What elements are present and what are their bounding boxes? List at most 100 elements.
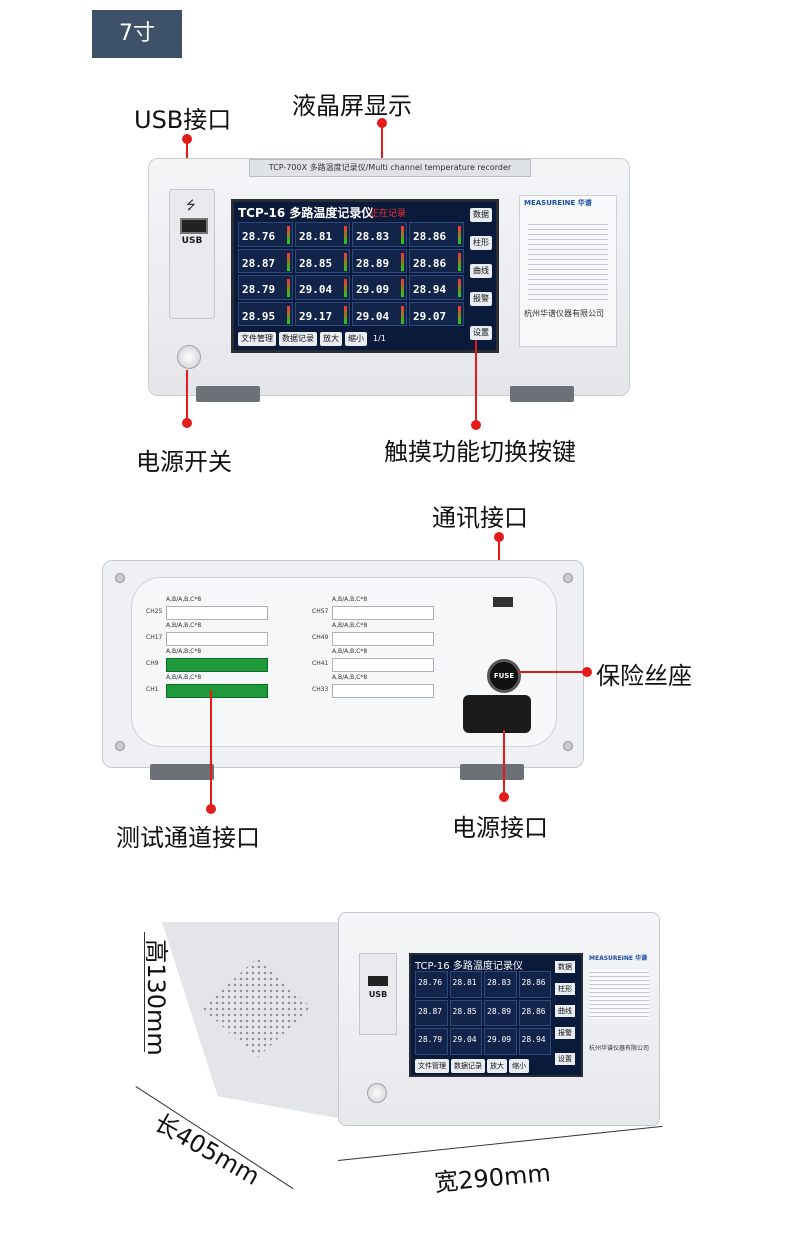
lcd-screen: TCP-16 多路温度记录仪 正在记录 28.76 28.81 28.83 28… xyxy=(231,199,499,353)
channel-slot xyxy=(332,632,434,646)
screw xyxy=(115,741,125,751)
data-button[interactable]: 数据 xyxy=(470,208,492,222)
alarm-button[interactable]: 报警 xyxy=(470,292,492,306)
screen-title-3d: TCP-16 多路温度记录仪 xyxy=(415,961,523,972)
screen-bottom-bar: 文件管理 数据记录 放大 缩小 1/1 xyxy=(238,332,468,346)
channel-cell: 28.76 xyxy=(238,222,293,247)
channel-label: CH33 xyxy=(312,686,329,693)
terminal-block[interactable] xyxy=(166,658,268,672)
rear-plate: A,B/A,B,C*8 CH25 A,B/A,B,C*8 CH17 A,B/A,… xyxy=(131,577,557,747)
alarm-button-3d[interactable]: 报警 xyxy=(555,1027,575,1039)
power-in-label: 电源接口 xyxy=(452,814,548,842)
file-manage-button[interactable]: 文件管理 xyxy=(238,332,276,346)
zoom-out-button-3d[interactable]: 缩小 xyxy=(509,1059,529,1073)
speaker-grille xyxy=(528,220,608,300)
screen-status: 正在记录 xyxy=(370,209,407,219)
channel-label: CH25 xyxy=(146,608,163,615)
channel-cell: 28.81 xyxy=(449,971,482,998)
company-name: 杭州华谱仪器有限公司 xyxy=(524,309,604,318)
terminal-block[interactable] xyxy=(166,684,268,698)
channel-cell: 28.87 xyxy=(415,999,448,1027)
screw xyxy=(563,741,573,751)
usb-icon: ⭍ xyxy=(186,198,196,212)
width-dim-line xyxy=(338,1125,663,1161)
lcd-screen-3d: TCP-16 多路温度记录仪 28.76 28.81 28.83 28.86 2… xyxy=(409,953,583,1077)
slot-label: A,B/A,B,C*8 xyxy=(166,622,202,629)
channel-cell: 29.04 xyxy=(352,301,407,326)
side-vent xyxy=(202,958,312,1058)
screw xyxy=(563,573,573,583)
curve-button[interactable]: 曲线 xyxy=(470,264,492,278)
device-foot xyxy=(196,386,260,402)
channel-cell: 28.81 xyxy=(295,222,350,247)
file-manage-button-3d[interactable]: 文件管理 xyxy=(415,1059,449,1073)
test-callout-dot xyxy=(206,804,216,814)
slot-label: A,B/A,B,C*8 xyxy=(332,648,368,655)
bar-button-3d[interactable]: 柱形 xyxy=(555,983,575,995)
channel-cell: 29.17 xyxy=(295,301,350,326)
usb-panel: ⭍ USB xyxy=(169,189,215,319)
usb-port-3d[interactable] xyxy=(368,976,388,986)
slot-label: A,B/A,B,C*8 xyxy=(332,674,368,681)
channel-slot xyxy=(166,606,268,620)
power-button-3d[interactable] xyxy=(367,1083,387,1103)
zoom-out-button[interactable]: 缩小 xyxy=(345,332,367,346)
channel-cell: 28.86 xyxy=(518,999,551,1027)
comm-callout-dot xyxy=(494,532,504,542)
channel-cell: 28.95 xyxy=(238,301,293,326)
channel-cell: 28.83 xyxy=(484,971,517,998)
brand-panel: MEASUREINE 华谱 杭州华谱仪器有限公司 xyxy=(519,195,617,347)
data-record-button-3d[interactable]: 数据记录 xyxy=(451,1059,485,1073)
comm-port[interactable] xyxy=(493,597,513,607)
channel-cell: 29.07 xyxy=(409,301,464,326)
settings-button-3d[interactable]: 设置 xyxy=(555,1053,575,1065)
usb-port-label: USB xyxy=(181,236,203,246)
screen-title: TCP-16 多路温度记录仪 xyxy=(238,206,374,220)
power-socket[interactable] xyxy=(463,695,531,733)
test-callout-line xyxy=(210,690,212,806)
channel-cell: 28.94 xyxy=(409,275,464,300)
power-callout-line xyxy=(186,370,188,420)
device-foot xyxy=(510,386,574,402)
channel-cell: 28.86 xyxy=(409,248,464,273)
power-callout-dot xyxy=(182,418,192,428)
power-label: 电源开关 xyxy=(136,448,232,476)
channel-cell: 29.04 xyxy=(295,275,350,300)
usb-port[interactable] xyxy=(180,218,208,234)
brand-logo: MEASUREINE 华谱 xyxy=(524,199,592,207)
curve-button-3d[interactable]: 曲线 xyxy=(555,1005,575,1017)
power-button[interactable] xyxy=(177,345,201,369)
fuse-callout-dot xyxy=(582,667,592,677)
touch-label: 触摸功能切换按键 xyxy=(384,438,576,466)
zoom-in-button-3d[interactable]: 放大 xyxy=(487,1059,507,1073)
slot-label: A,B/A,B,C*8 xyxy=(332,596,368,603)
fuse-label: 保险丝座 xyxy=(596,662,692,690)
slot-label: A,B/A,B,C*8 xyxy=(166,596,202,603)
data-button-3d[interactable]: 数据 xyxy=(555,961,575,973)
channel-cell: 28.85 xyxy=(295,248,350,273)
screw xyxy=(115,573,125,583)
channel-cell: 28.76 xyxy=(415,971,448,998)
zoom-in-button[interactable]: 放大 xyxy=(320,332,342,346)
channel-label: CH41 xyxy=(312,660,329,667)
speaker-grille-3d xyxy=(589,969,649,1019)
channel-cell: 29.09 xyxy=(352,275,407,300)
size-tag: 7寸 xyxy=(92,10,182,58)
channel-cell: 28.85 xyxy=(449,999,482,1027)
front-device: TCP-700X 多路温度记录仪/Multi channel temperatu… xyxy=(148,158,630,396)
channel-label: CH1 xyxy=(146,686,159,693)
channel-cell: 28.94 xyxy=(518,1028,551,1055)
channel-cell: 28.89 xyxy=(352,248,407,273)
slot-label: A,B/A,B,C*8 xyxy=(166,674,202,681)
channel-label: CH17 xyxy=(146,634,163,641)
bar-button[interactable]: 柱形 xyxy=(470,236,492,250)
data-record-button[interactable]: 数据记录 xyxy=(279,332,317,346)
model-bar: TCP-700X 多路温度记录仪/Multi channel temperatu… xyxy=(249,159,531,177)
settings-button[interactable]: 设置 xyxy=(470,326,492,340)
channel-grid-3d: 28.76 28.81 28.83 28.86 28.87 28.85 28.8… xyxy=(415,971,551,1055)
device-side xyxy=(162,922,348,1120)
fuse-holder[interactable]: FUSE xyxy=(487,659,521,693)
channel-slot xyxy=(166,632,268,646)
height-dim-line xyxy=(144,932,145,1052)
channel-cell: 29.04 xyxy=(449,1028,482,1055)
